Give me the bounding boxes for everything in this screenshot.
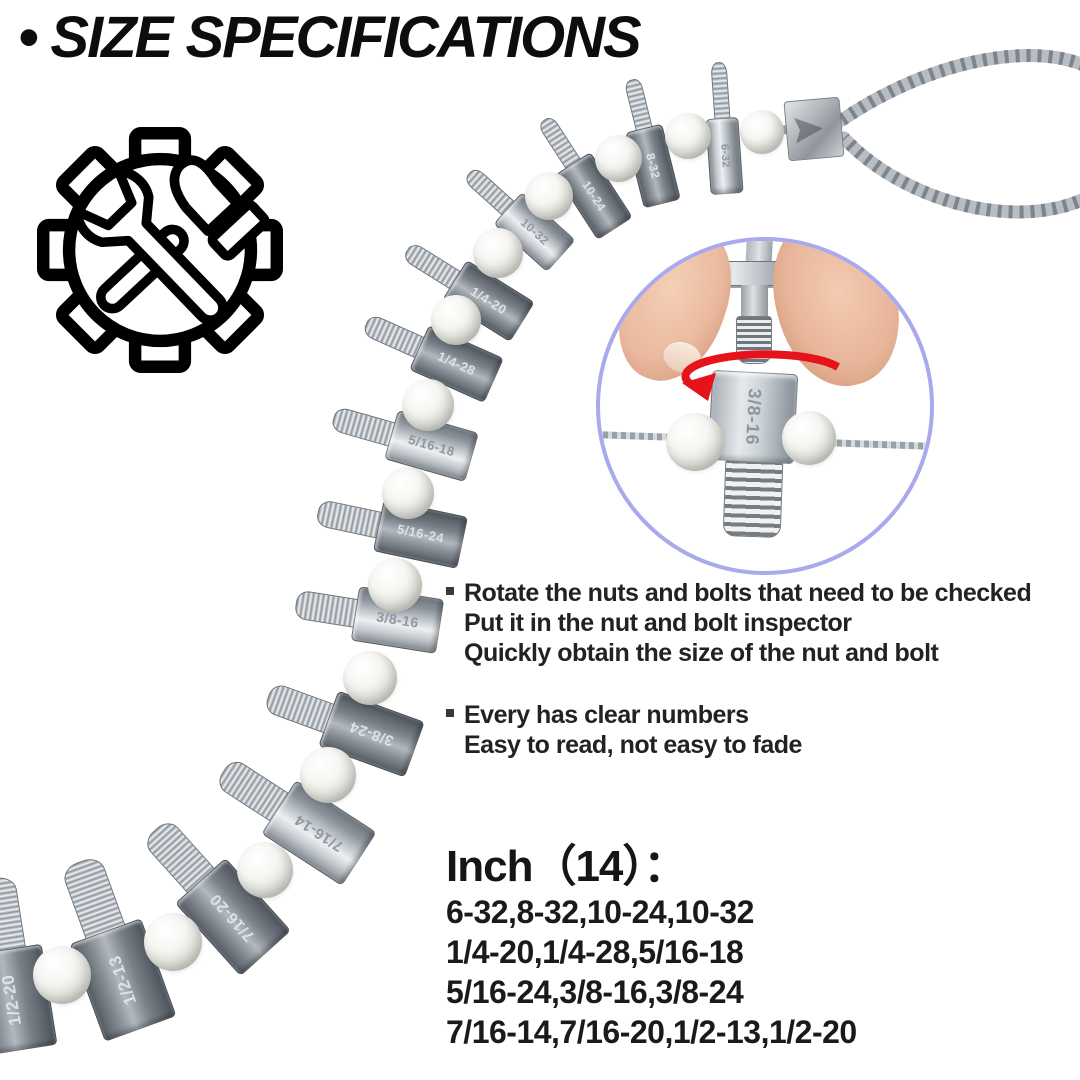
spacer-ball [382,467,434,519]
gauge-size-label: 10-32 [516,215,552,249]
spacer-ball [666,413,724,471]
spacer-ball [368,558,422,612]
bullet-square [446,709,454,717]
inset-gauge-bolt [722,458,784,538]
gauge-size-label: 1/2-13 [104,952,141,1008]
spacer-ball [665,113,711,159]
gauge-size-label: 6-32 [717,143,731,169]
spacer-ball [431,295,481,345]
cable-wire [835,49,1080,219]
feature-numbers: Every has clear numbers Easy to read, no… [446,700,1080,760]
spacer-ball [144,913,202,971]
gear-wrench-hammer-icon [37,127,283,373]
gauge-size-label: 7/16-14 [291,811,347,855]
spacer-ball [237,842,293,898]
crimp-notch [794,112,825,146]
gauge-size-label: 3/8-16 [374,608,420,632]
feature-line: Easy to read, not easy to fade [464,731,802,759]
gauge-hex: 6-32 [704,116,744,196]
feature-line: Rotate the nuts and bolts that need to b… [464,579,1032,607]
inch-size-line: 6-32,8-32,10-24,10-32 [446,894,754,930]
page-title: • SIZE SPECIFICATIONS [18,5,642,70]
feature-usage: Rotate the nuts and bolts that need to b… [446,578,1080,668]
spacer-ball [402,379,454,431]
spacer-ball [594,134,642,182]
feature-line: Put it in the nut and bolt inspector [464,609,852,637]
gauge-size-label: 3/8-24 [346,718,396,750]
feature-line: Every has clear numbers [464,701,749,729]
screw-shank [741,285,768,318]
gauge-size-label: 5/16-18 [406,432,456,460]
spacer-ball [33,946,91,1004]
wrench-icon [72,166,228,325]
inch-size-line: 1/4-20,1/4-28,5/16-18 [446,934,744,970]
spacer-ball [343,651,397,705]
inch-heading: Inch（14）： [446,842,687,891]
inch-size-line: 5/16-24,3/8-16,3/8-24 [446,974,744,1010]
gauge-size-label: 7/16-20 [206,890,259,945]
spacer-ball [740,110,784,154]
demo-inset: 3/8-16 [596,237,934,575]
red-rotation-arrow-icon [681,350,841,401]
spacer-ball [473,228,523,278]
gauge-size-label: 5/16-24 [395,521,445,547]
feature-line: Quickly obtain the size of the nut and b… [464,639,939,667]
gauge-size-label: 1/2-20 [0,973,25,1027]
spacer-ball [300,747,356,803]
gauge-size-label: 1/4-28 [434,349,478,379]
cable-crimp [783,96,845,162]
spacer-ball [782,411,836,465]
gauge-size-label: 10-24 [579,178,609,214]
inch-size-list: 6-32,8-32,10-24,10-32 1/4-20,1/4-28,5/16… [446,892,857,1052]
spacer-ball [525,172,573,220]
bullet-square [446,587,454,595]
inch-size-line: 7/16-14,7/16-20,1/2-13,1/2-20 [446,1014,857,1050]
gauge-size-label: 8-32 [643,151,663,181]
